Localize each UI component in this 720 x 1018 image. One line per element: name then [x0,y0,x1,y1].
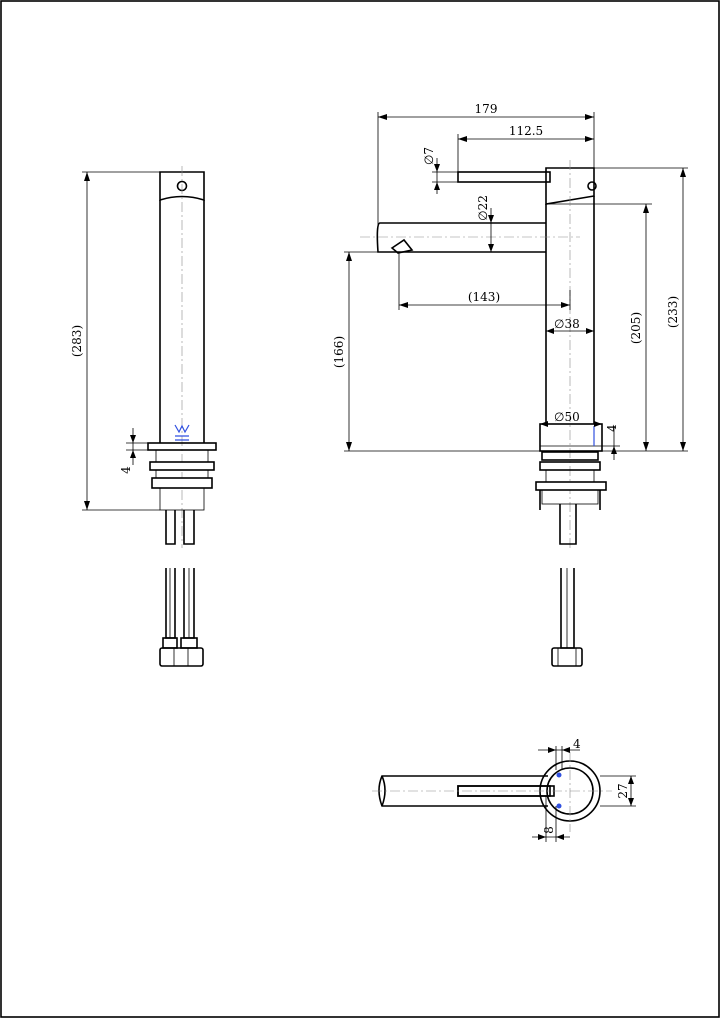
dim-side-height-total: (283) [70,325,84,357]
dim-base-diameter: 50 [564,410,579,424]
dim-spout-outlet-height: (166) [332,336,346,368]
front-view: 179 112.5 ∅7 ∅22 (143) ∅38 (166) [332,102,688,667]
top-marker-icon [556,772,562,778]
svg-text:∅50: ∅50 [554,410,580,424]
svg-text:∅38: ∅38 [554,317,580,331]
dim-base-thickness: 4 [605,424,619,432]
dim-body-diameter: 38 [564,317,579,331]
side-view: (283) 4 [70,166,217,667]
dim-side-base-thickness: 4 [119,466,133,474]
dim-spout-reach: (143) [468,290,500,304]
dim-top-inset: 8 [542,826,556,834]
brand-marker-icon [174,424,190,441]
top-view: 4 27 8 [372,737,636,842]
dim-spout-diameter: 22 [476,195,490,210]
dim-total-height: (233) [666,296,680,328]
dim-overall-length: 179 [475,102,498,116]
svg-text:∅22: ∅22 [476,195,490,221]
dim-body-height: (205) [629,312,643,344]
dim-top-width: 27 [616,783,630,798]
diameter-symbol: ∅ [422,155,436,165]
dim-lever-diameter: 7 [422,147,436,155]
dim-top-offset: 4 [573,737,581,751]
dim-lever-length: 112.5 [509,124,543,138]
svg-text:∅7: ∅7 [422,147,436,165]
